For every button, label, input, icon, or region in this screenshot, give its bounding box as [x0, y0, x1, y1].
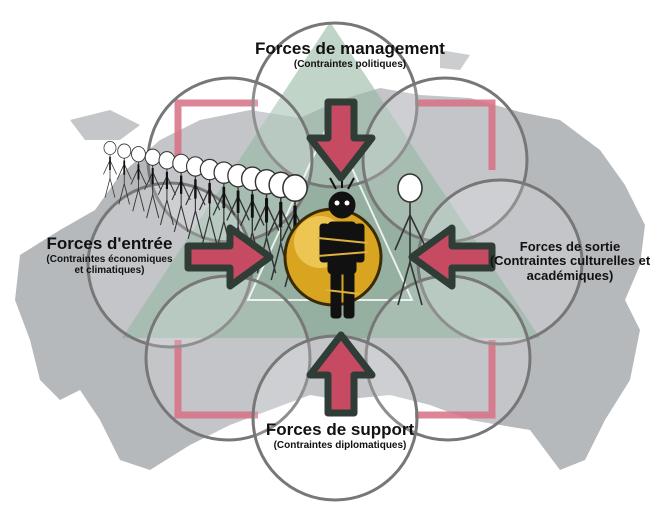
central-figure-icon	[319, 191, 365, 319]
bottom-subtitle: (Contraintes diplomatiques)	[273, 439, 407, 451]
bracket-top-right	[415, 99, 496, 170]
circle-bottom	[251, 334, 419, 502]
stick-figure	[198, 158, 221, 246]
right-subtitle-line2: académiques)	[526, 267, 614, 283]
right-title: Forces de sortie	[519, 239, 621, 254]
left-subtitle-line2: et climatiques)	[74, 264, 145, 276]
top-subtitle: (Contraintes politiques)	[293, 58, 407, 70]
label-right: Forces de sortie (Contraintes culturelle…	[480, 239, 660, 283]
label-left: Forces d'entrée (Contraintes économiques…	[22, 234, 197, 276]
central-figure-ropes	[317, 237, 369, 295]
arrow-down	[306, 98, 376, 182]
bracket-bottom-left	[174, 340, 258, 419]
right-subtitle-line1: (Contraintes culturelles et	[489, 253, 651, 269]
map-island	[70, 110, 140, 140]
stick-figure-right	[394, 173, 427, 306]
bracket-bottom-right	[415, 340, 496, 419]
bottom-title: Forces de support	[265, 420, 415, 439]
top-title: Forces de management	[255, 39, 445, 58]
map-island-2	[440, 50, 470, 70]
stick-figure	[130, 146, 147, 212]
arrow-right	[184, 224, 274, 290]
stick-figure	[157, 151, 177, 226]
left-title: Forces d'entrée	[46, 234, 173, 253]
arrow-up	[306, 331, 376, 417]
stick-figure	[171, 153, 191, 233]
left-subtitle-line1: (Contraintes économiques	[46, 253, 173, 265]
arrow-left	[408, 224, 496, 290]
corner-brackets	[174, 99, 496, 419]
label-bottom: Forces de support (Contraintes diplomati…	[190, 420, 490, 451]
arrows	[184, 98, 496, 417]
label-top: Forces de management (Contraintes politi…	[200, 39, 500, 70]
stick-figure	[103, 141, 117, 198]
stick-figure	[116, 143, 132, 205]
bracket-top-left	[174, 99, 258, 170]
